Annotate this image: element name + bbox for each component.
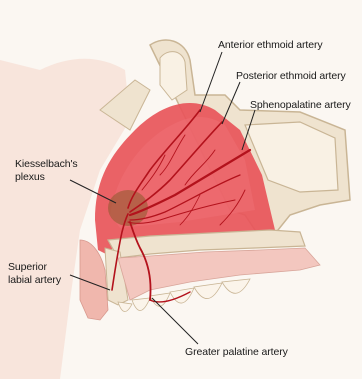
label-kiesselbach-plexus: Kiesselbach's plexus [15,158,78,184]
label-anterior-ethmoid-artery: Anterior ethmoid artery [218,39,323,52]
oral-palate-mucosa [118,248,320,300]
label-posterior-ethmoid-artery: Posterior ethmoid artery [236,70,346,83]
tooth [132,298,150,311]
leader-greater-palatine [152,298,198,344]
tooth [222,279,250,293]
label-greater-palatine-artery: Greater palatine artery [185,346,288,359]
label-superior-labial-artery: Superior labial artery [8,261,61,287]
frontal-sinus [160,52,187,100]
tooth [118,302,132,312]
tooth [194,283,222,299]
label-sphenopalatine-artery: Sphenopalatine artery [250,99,351,112]
